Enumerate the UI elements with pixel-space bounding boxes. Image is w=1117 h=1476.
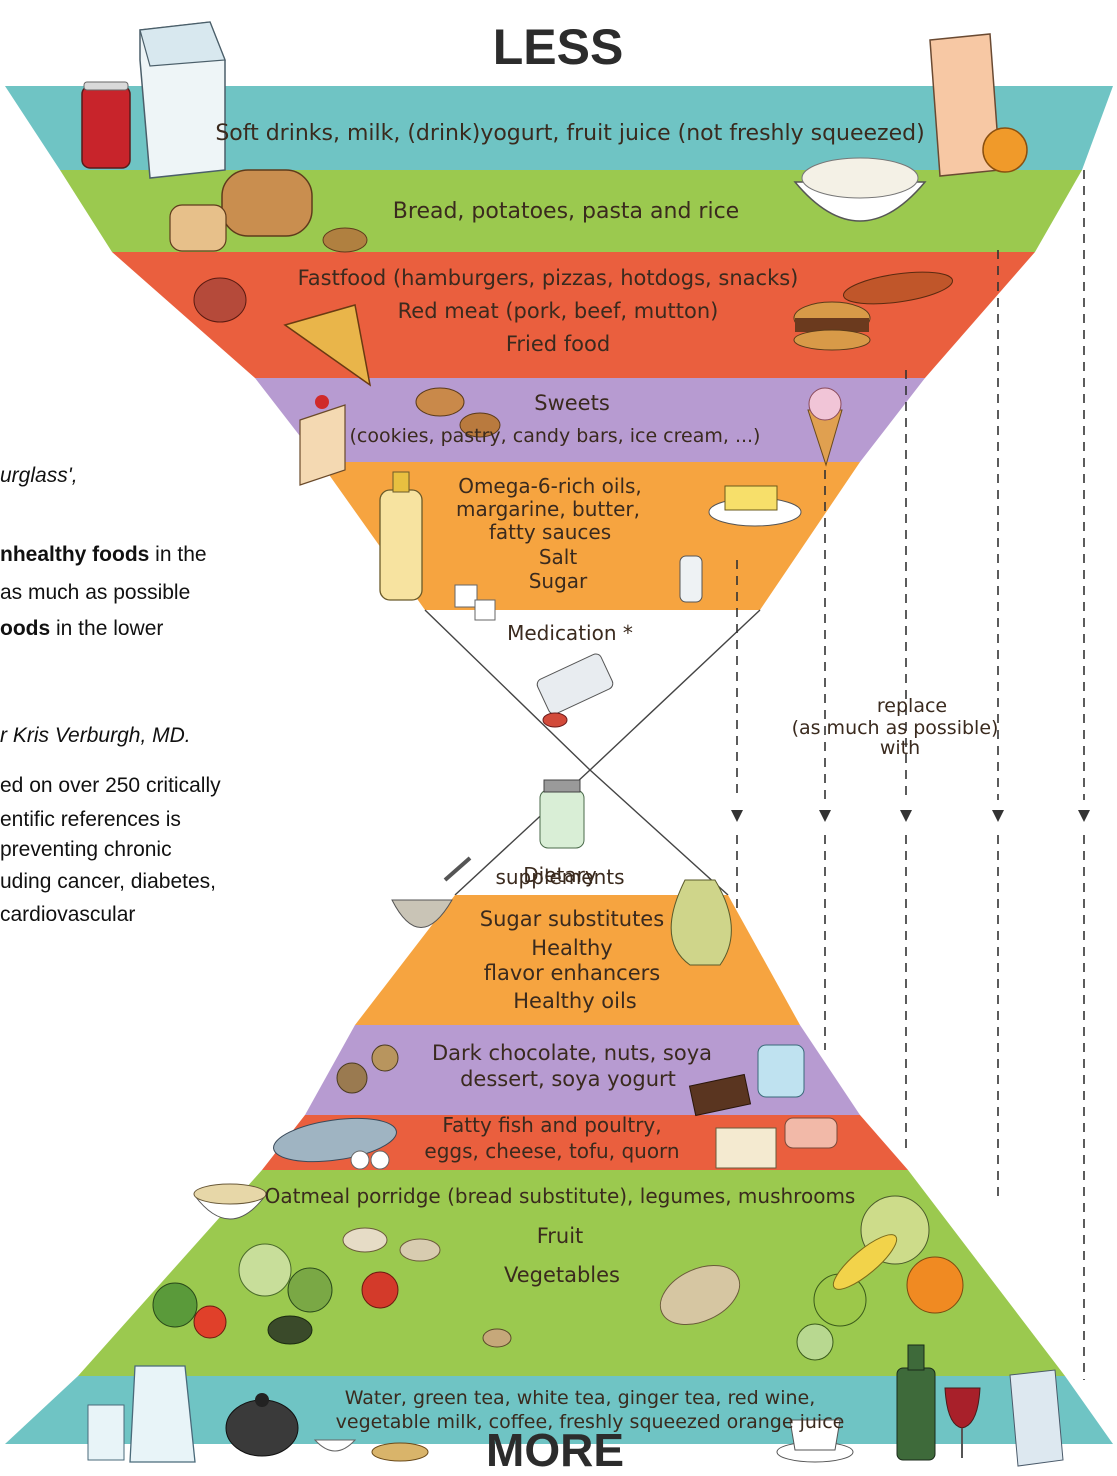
band-label: Omega-6-rich oils, — [458, 474, 642, 498]
band-label: Oatmeal porridge (bread substitute), leg… — [265, 1184, 856, 1208]
soft-drink-can-icon — [82, 82, 130, 168]
replace-note-line1: replace — [877, 695, 947, 717]
band-label: (cookies, pastry, candy bars, ice cream,… — [350, 425, 761, 447]
band-label: Dark chocolate, nuts, soya — [432, 1041, 712, 1065]
band-label: Water, green tea, white tea, ginger tea,… — [345, 1387, 816, 1409]
hourglass-neck — [425, 610, 760, 895]
olive-oil-jug-icon — [671, 880, 731, 965]
band-label: Salt — [539, 545, 578, 569]
band-label: Fried food — [506, 332, 610, 356]
replace-arrowheads — [731, 810, 1090, 822]
ginger-icon — [372, 1443, 428, 1461]
band-label: Fastfood (hamburgers, pizzas, hotdogs, s… — [298, 266, 799, 290]
meat-icon — [194, 278, 246, 322]
band-label: Bread, potatoes, pasta and rice — [393, 199, 739, 224]
band-label: Sugar substitutes — [480, 907, 664, 931]
band-label: Fatty fish and poultry, — [442, 1113, 661, 1137]
band-label: fatty sauces — [489, 520, 611, 544]
band-label: Sugar — [529, 569, 588, 593]
replace-note-line2: (as much as possible) — [792, 717, 999, 739]
band-label: Sweets — [534, 391, 610, 415]
band-label: margarine, butter, — [456, 497, 640, 521]
band-label: Healthy oils — [513, 989, 637, 1013]
salt-shaker-icon — [680, 556, 702, 602]
title-less: LESS — [493, 19, 624, 75]
band-label: Healthy — [531, 936, 612, 960]
band-label: flavor enhancers — [484, 961, 660, 985]
band-label: Fruit — [537, 1224, 584, 1248]
oil-bottle-icon — [380, 472, 422, 600]
title-more: MORE — [486, 1424, 624, 1476]
supplement-jar-icon — [540, 780, 584, 848]
supplements-label-line2: supplements — [495, 865, 624, 889]
pills-icon — [535, 652, 615, 727]
band-label: Vegetables — [504, 1263, 620, 1287]
band-label: eggs, cheese, tofu, quorn — [424, 1139, 679, 1163]
burger-icon — [794, 302, 870, 350]
teacup-icon — [315, 1440, 355, 1451]
band-label: Soft drinks, milk, (drink)yogurt, fruit … — [215, 121, 924, 146]
band-label: dessert, soya yogurt — [460, 1067, 676, 1091]
band-label: Red meat (pork, beef, mutton) — [398, 299, 719, 323]
yogurt-cup-icon — [758, 1045, 804, 1097]
replace-note-line3: with — [880, 737, 920, 759]
milk-carton-icon — [140, 22, 225, 178]
plant-milk-carton-icon — [1010, 1370, 1063, 1466]
medication-label: Medication * — [507, 621, 633, 645]
